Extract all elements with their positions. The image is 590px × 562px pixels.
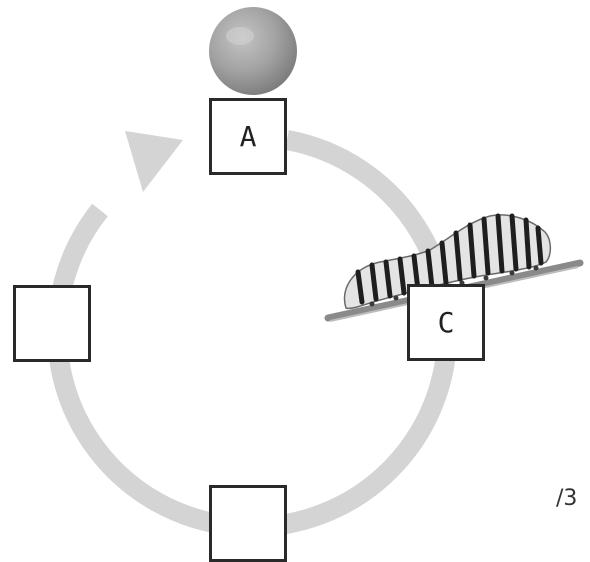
cycle-arrowhead xyxy=(125,131,183,192)
stage-label-a: A xyxy=(239,120,257,153)
cycle-ring xyxy=(47,130,458,537)
score-text: /3 xyxy=(556,486,578,511)
stage-box-left[interactable] xyxy=(13,285,91,362)
stage-box-right[interactable]: C xyxy=(407,284,485,361)
stage-box-top[interactable]: A xyxy=(209,98,287,175)
stage-box-bottom[interactable] xyxy=(209,485,287,562)
stage-label-c: C xyxy=(437,306,455,339)
egg-icon xyxy=(209,7,297,95)
